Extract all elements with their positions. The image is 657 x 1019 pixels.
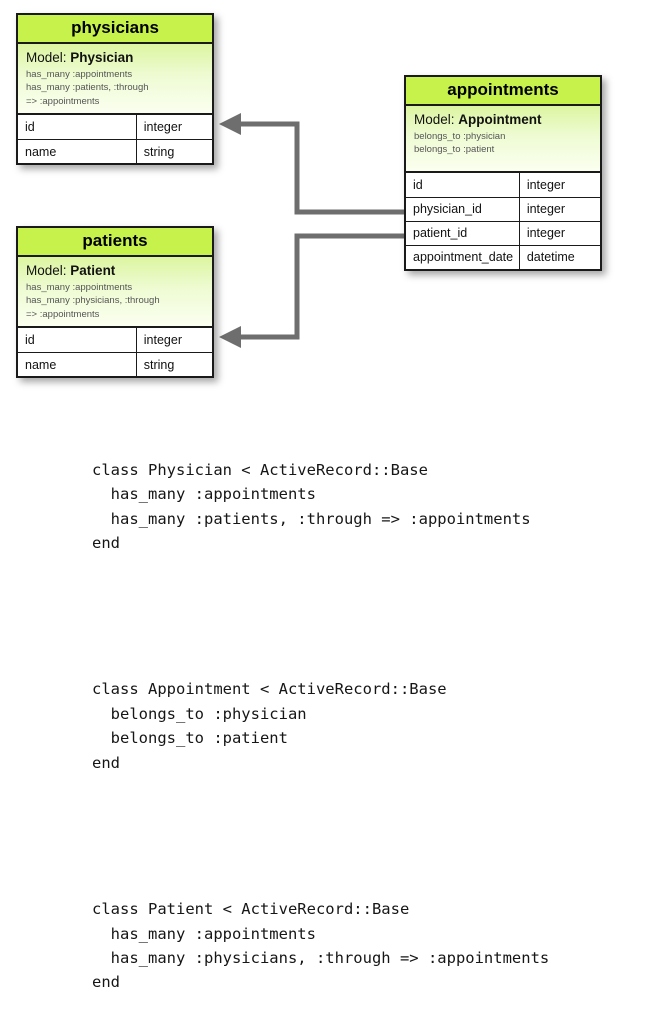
table-row[interactable]: id integer: [18, 328, 212, 353]
field-type: integer: [135, 328, 212, 353]
field-name: id: [25, 333, 35, 348]
code-block-patient: class Patient < ActiveRecord::Base has_m…: [92, 900, 550, 992]
association-line: => :appointments: [26, 95, 100, 107]
model-label-row: Model: Physician: [26, 50, 204, 67]
field-name: appointment_date: [413, 250, 514, 265]
table-row[interactable]: appointment_date datetime: [406, 244, 600, 269]
association-line: has_many :physicians, :through: [26, 295, 160, 307]
field-list-appointments: id integer physician_id integer patient_…: [406, 172, 600, 269]
field-type: integer: [135, 115, 212, 140]
field-list-physicians: id integer name string: [18, 115, 212, 164]
entity-patients[interactable]: patients Model: Patient has_many :appoin…: [16, 226, 214, 379]
entity-title-patients: patients: [18, 228, 212, 257]
model-label-row: Model: Patient: [26, 263, 204, 280]
code-listing: class Physician < ActiveRecord::Base has…: [92, 409, 652, 1019]
entity-appointments[interactable]: appointments Model: Appointment belongs_…: [404, 75, 602, 271]
association-line: has_many :appointments: [26, 68, 133, 80]
field-list-patients: id integer name string: [18, 328, 212, 377]
connector-physician-fk: [219, 113, 404, 215]
entity-model-appointments: Model: Appointment belongs_to :physician…: [406, 105, 600, 173]
field-type: string: [135, 352, 212, 377]
table-row[interactable]: id integer: [406, 172, 600, 197]
code-spacer: [92, 604, 652, 628]
model-name: Patient: [70, 262, 116, 278]
field-name: physician_id: [413, 202, 482, 217]
code-block-appointment: class Appointment < ActiveRecord::Base b…: [92, 680, 447, 772]
model-name: Physician: [70, 49, 134, 65]
table-row[interactable]: id integer: [18, 115, 212, 140]
model-label: Model:: [414, 111, 455, 127]
code-block-physician: class Physician < ActiveRecord::Base has…: [92, 460, 531, 553]
field-name: id: [25, 120, 35, 135]
entity-title-physicians: physicians: [18, 15, 212, 44]
field-type: datetime: [518, 245, 600, 269]
association-line: belongs_to :patient: [414, 144, 495, 156]
entity-title-appointments: appointments: [406, 77, 600, 106]
field-name: id: [413, 177, 423, 192]
table-row[interactable]: name string: [18, 139, 212, 164]
code-spacer: [92, 824, 652, 848]
model-label: Model:: [26, 262, 67, 278]
model-label-row: Model: Appointment: [414, 112, 592, 129]
field-type: integer: [518, 197, 600, 222]
connector-patient-fk: [219, 233, 404, 348]
entity-physicians[interactable]: physicians Model: Physician has_many :ap…: [16, 13, 214, 166]
field-type: integer: [518, 221, 600, 246]
association-line: belongs_to :physician: [414, 130, 506, 142]
association-line: has_many :appointments: [26, 281, 133, 293]
field-name: name: [25, 357, 57, 372]
field-type: integer: [518, 172, 600, 197]
association-line: has_many :patients, :through: [26, 82, 149, 94]
table-row[interactable]: patient_id integer: [406, 220, 600, 246]
field-name: name: [25, 144, 57, 159]
entity-model-physicians: Model: Physician has_many :appointments …: [18, 43, 212, 116]
association-line: => :appointments: [26, 308, 100, 320]
table-row[interactable]: name string: [18, 352, 212, 377]
field-type: string: [135, 139, 212, 164]
table-row[interactable]: physician_id integer: [406, 196, 600, 222]
entity-model-patients: Model: Patient has_many :appointments ha…: [18, 256, 212, 329]
model-name: Appointment: [458, 111, 542, 127]
field-name: patient_id: [413, 226, 468, 241]
model-label: Model:: [26, 49, 67, 65]
